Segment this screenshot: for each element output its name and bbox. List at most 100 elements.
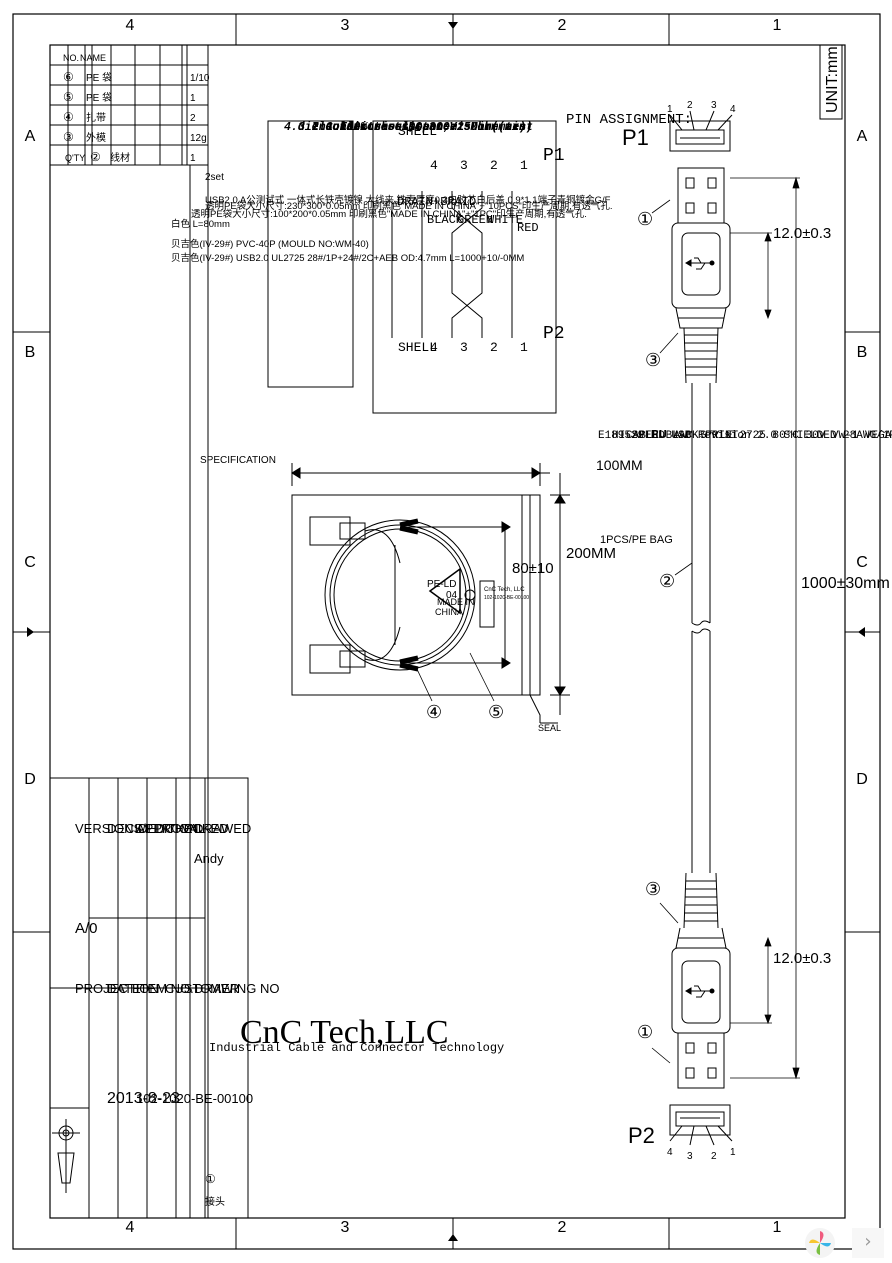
spec-row-name: 线材 (110, 151, 130, 164)
zone-letter-bottom-c: C (856, 554, 868, 571)
bag-labels: 04 PE-LD MADE IN CHINA CnC Tech, LLC 102… (427, 534, 673, 733)
total-length: 1000±30mm (801, 575, 890, 592)
title-subtitle: Industrial Cable and Connector Technolog… (209, 1041, 504, 1055)
wire-red: RED (517, 221, 539, 235)
balloon-2-cable: ② (659, 571, 675, 591)
spec-row-desc: USB2.0 A公测试式 一体式长铁壳镀镍 大线夹,铁壳厚度0.3白胶芯白后盖,… (205, 194, 611, 206)
label-item-no: ITEM NO. (136, 981, 194, 996)
cable-print: CABLE BLACK PRINT HI-SPEED USB Revision … (598, 430, 892, 442)
zone-letter-bottom-a: A (857, 128, 868, 145)
bag-seal: SEAL (538, 723, 561, 733)
p1-pin-2: 2 (687, 100, 693, 111)
electrical-line-1: 1.100% short,open,misuire test (326, 121, 533, 134)
cable-tie-top (399, 518, 419, 535)
spec-row-qty: 12g (190, 133, 207, 144)
electrical-line-3: 3.Insulation resistance:5Mohm(min) (298, 121, 533, 134)
zone-number-right-1: 1 (773, 17, 782, 34)
bag-recycle-code: 04 (446, 590, 458, 601)
label-checked: CHECKED (165, 821, 229, 836)
spec-row-qty: 1/10 (190, 73, 210, 84)
cable-assembly (671, 167, 731, 1089)
bag-made-in: MADE IN (437, 597, 475, 607)
pin-left-4: 4 (430, 158, 438, 173)
bag-quantity-label: 1PCS/PE BAG (600, 534, 673, 546)
zone-letter-top-b: B (25, 344, 36, 361)
p2-label: P2 (628, 1123, 655, 1148)
spec-row-name: 外模 (86, 132, 106, 144)
zone-letter-top-c: C (24, 554, 36, 571)
p1-connector-metal (677, 167, 725, 224)
spec-header-qty: Q'TY (65, 153, 85, 163)
pin-right-3: 3 (460, 340, 468, 355)
electrical-line-4: 4.dielectric test:DC 300V (284, 121, 458, 134)
spec-header-name: NAME (80, 53, 106, 63)
bag-width: 200MM (566, 545, 616, 562)
label-customer: CUSTOMER (165, 981, 239, 996)
bag-tag-item: 102-1020-BE-00100 (484, 595, 529, 601)
value-date: 2013-8-23 (107, 1090, 180, 1107)
spec-row-name: 扎带 (86, 111, 106, 124)
zone-number-left-3: 3 (341, 1219, 350, 1236)
spec-row-qty: 2set (205, 172, 224, 183)
spec-table-text: NO. NAME Q'TY ⑥ PE 袋 1/10 透明PE袋大小尺寸:230*… (63, 53, 613, 1208)
cable-print-line-3: E189529 𝐑𝐔 AWM STYLE 2725 80°C 30V VW-1 … (598, 430, 892, 442)
pin-right-4: 4 (430, 340, 438, 355)
cable-print-line-1: CABLE BLACK PRINT (626, 430, 739, 442)
electrical-test: Electrical test: 1.100% short,open,misui… (267, 120, 533, 388)
pin-assignment-p2: P2 (543, 324, 565, 344)
balloon-3-top: ③ (645, 350, 661, 370)
bag-dimensions: 200MM 100MM 80±10 (512, 457, 643, 577)
value-drawer: Andy (194, 851, 224, 866)
title-company: CnC Tech,LLC (240, 1014, 449, 1051)
next-page-button[interactable]: › (852, 1228, 884, 1258)
centering-marks (27, 22, 865, 1241)
wire-black: BLACK (427, 213, 464, 227)
usb-icon (685, 257, 715, 270)
dimension-text: 12.0±0.3 12.0±0.3 1000±30mm (773, 225, 890, 967)
plug-length-bottom: 12.0±0.3 (773, 950, 831, 967)
pinwheel-icon (809, 1231, 831, 1255)
p2-pin-face (669, 1104, 733, 1146)
bag-china: CHINA (435, 607, 463, 617)
bag-tag-company: CnC Tech, LLC (484, 587, 525, 593)
wire-colors: RED WHITE GREEN BLACK DRAIN+BRAID (397, 195, 539, 235)
p1-label: P1 (622, 125, 649, 150)
zone-letter-bottom-b: B (857, 344, 868, 361)
label-drawed: DRAWED (194, 821, 251, 836)
viewer-overlay: › (800, 1222, 892, 1263)
balloon-1-bottom: ① (637, 1022, 653, 1042)
value-version: A/0 (75, 920, 98, 937)
value-item-no: 102-1020-BE-00100 (136, 1091, 253, 1106)
spec-row-no: ⑥ (63, 70, 74, 84)
chevron-right-icon: › (864, 1231, 872, 1252)
p2-pin-3: 3 (687, 1151, 693, 1162)
zone-number-right-3: 3 (341, 17, 350, 34)
p2-pin-4: 4 (667, 1147, 673, 1158)
pin-assignment: PIN ASSIGNMENT: P1 P2 1 2 3 4 SHELL 1 2 … (372, 112, 692, 414)
bag-leaders (415, 652, 495, 702)
pin-right-shell: SHELL (398, 340, 437, 355)
balloon-4: ④ (426, 702, 442, 722)
plug-length-top: 12.0±0.3 (773, 225, 831, 242)
pin-left-shell: SHELL (398, 124, 437, 139)
pin-right-2: 2 (490, 340, 498, 355)
bag-recycle-name: PE-LD (427, 579, 456, 590)
spec-header-no: NO. (63, 53, 79, 63)
label-drawing-no: DRAWING NO (194, 981, 279, 996)
spec-row-no: ⑤ (63, 90, 74, 104)
specification-table (49, 44, 209, 1219)
zone-number-right-2: 2 (558, 17, 567, 34)
balloon-5: ⑤ (488, 702, 504, 722)
zone-letter-top-d: D (24, 771, 36, 788)
projection-symbol (52, 1119, 80, 1193)
coil-diameter: 80±10 (512, 560, 554, 577)
pin-left-2: 2 (490, 158, 498, 173)
zone-labels: 4 3 2 1 4 3 2 1 A B C D A B C D (24, 17, 868, 1236)
label-decided: DECIDED (107, 821, 166, 836)
label-date: DATE (107, 981, 141, 996)
zone-number-left-2: 2 (558, 1219, 567, 1236)
p2-pin-2: 2 (711, 1151, 717, 1162)
spec-row-name: PE 袋 (86, 91, 112, 104)
balloon-3-bottom: ③ (645, 879, 661, 899)
